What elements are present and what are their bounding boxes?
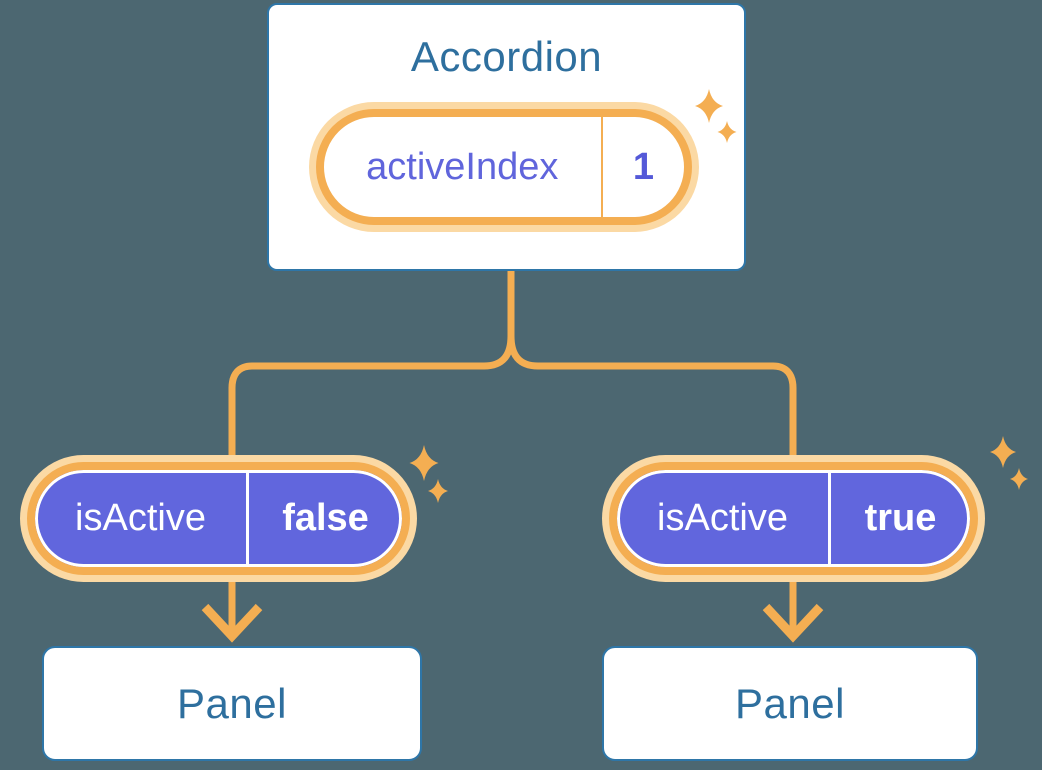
- sparkle-icon: [1010, 468, 1028, 490]
- prop-pill-name: isActive: [657, 497, 788, 539]
- arrow-down-icon: [201, 603, 263, 643]
- prop-pill-value: false: [282, 497, 369, 539]
- state-pill-divider: [600, 117, 603, 217]
- panel-label: Panel: [735, 679, 845, 727]
- state-pill-name: activeIndex: [366, 145, 559, 188]
- right-panel-card: Panel: [602, 646, 978, 761]
- prop-pill-name: isActive: [75, 497, 206, 539]
- left-isactive-pill: isActive false: [27, 462, 410, 575]
- accordion-card: Accordion activeIndex 1: [267, 3, 746, 271]
- prop-pill-divider: [828, 473, 831, 564]
- sparkle-icon: [428, 479, 448, 503]
- state-pill-value: 1: [632, 145, 655, 188]
- sparkle-icon: [990, 436, 1016, 468]
- connector-left-branch: [228, 269, 515, 632]
- prop-pill-value: true: [864, 497, 937, 539]
- arrow-down-icon: [762, 603, 824, 643]
- accordion-state-pill: activeIndex 1: [316, 109, 692, 225]
- accordion-title: Accordion: [410, 33, 603, 80]
- right-isactive-pill: isActive true: [609, 462, 978, 575]
- panel-label: Panel: [177, 679, 287, 727]
- left-panel-card: Panel: [42, 646, 422, 761]
- sparkle-icon: [409, 445, 439, 481]
